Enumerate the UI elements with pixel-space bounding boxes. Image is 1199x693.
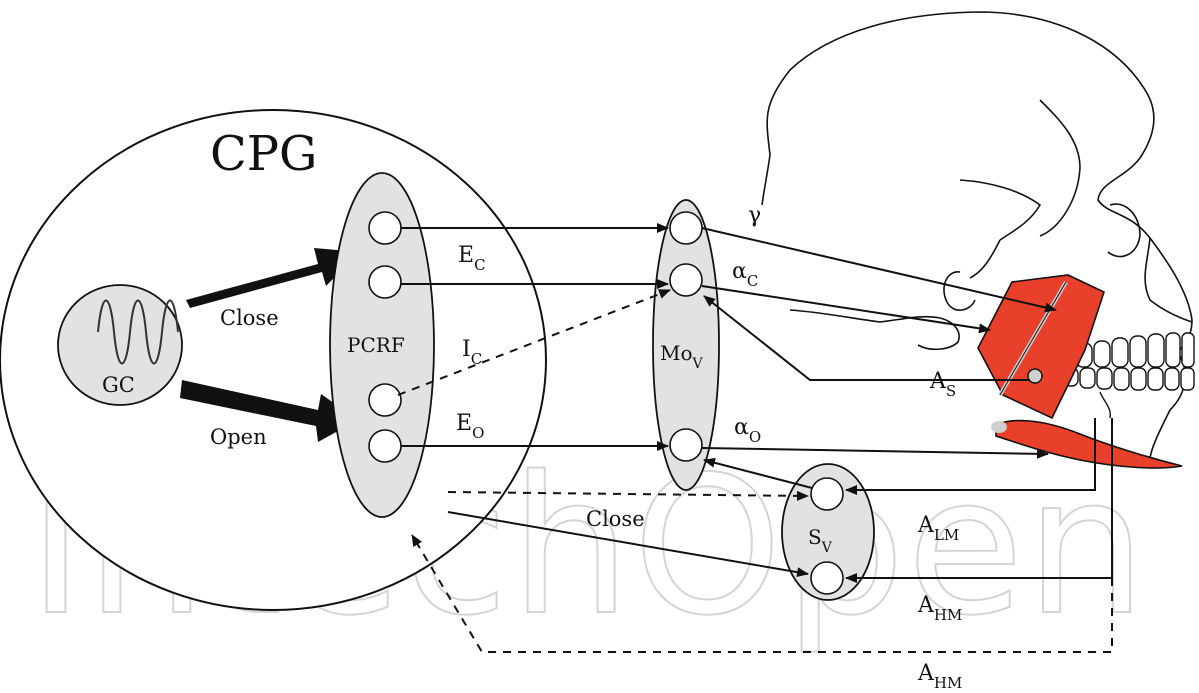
ahm-label-lower: AHM <box>917 661 962 692</box>
mov-nucleus <box>652 199 720 491</box>
close-sv-line <box>447 511 809 578</box>
skull-temporal-line <box>969 239 1001 279</box>
gc-label: GC <box>102 373 135 397</box>
gamma-efferent-line <box>701 227 1057 313</box>
mov-label: MoV <box>660 341 704 372</box>
ic-label: IC <box>462 337 482 368</box>
mandible-ramus-line <box>1099 391 1112 419</box>
eo-label: EO <box>456 411 484 442</box>
connections <box>397 223 1113 653</box>
ic-dashed-line <box>397 289 671 396</box>
skull-cranium-outline <box>766 11 1193 357</box>
ec-label: EC <box>458 243 486 274</box>
skull-zygomatic-arch <box>789 309 960 351</box>
open-label: Open <box>210 425 267 449</box>
upper-tooth <box>1165 332 1181 368</box>
pcrf-neuron-ec <box>368 265 402 299</box>
upper-tooth <box>1147 333 1165 368</box>
cpg-title: CPG <box>210 126 317 182</box>
alm-label: ALM <box>917 513 959 544</box>
lower-tooth <box>1130 367 1147 391</box>
skull-brow-line <box>1039 99 1081 237</box>
skull-nasal-line <box>1144 237 1193 323</box>
gc-oscillator <box>57 284 183 406</box>
close-sv-label: Close <box>586 507 645 531</box>
alm-afferent-line <box>845 418 1096 495</box>
pcrf-neuron-eo <box>368 429 402 463</box>
alpha-o-label: αO <box>734 415 761 446</box>
lower-tooth <box>1180 367 1195 391</box>
lower-tooth <box>1096 367 1113 390</box>
lower-tooth <box>1079 367 1096 389</box>
pcrf-neuron-ic <box>368 383 402 417</box>
masseter-tendon-outline <box>999 281 1067 396</box>
as-afferent-line <box>703 295 1030 381</box>
skull-cheek-line <box>959 179 1042 241</box>
alpha-c-label: αC <box>732 259 758 290</box>
pcrf-nucleus <box>329 172 435 518</box>
close-thick-arrow <box>186 248 360 308</box>
ahm-label-upper: AHM <box>917 593 962 624</box>
upper-tooth <box>1181 332 1195 368</box>
upper-tooth <box>1111 337 1129 368</box>
pcrf-neuron-gamma <box>368 211 402 245</box>
lower-tooth <box>1164 367 1180 391</box>
lower-tooth <box>1147 367 1164 391</box>
sv-neuron-alm <box>810 477 844 511</box>
cpg-sv-dashed-line <box>447 490 809 501</box>
skull-back-outline <box>761 154 771 206</box>
sv-label: SV <box>808 525 833 556</box>
alpha-c-efferent-line <box>701 285 991 334</box>
hyoid-bone <box>991 421 1007 433</box>
mov-neuron-gamma <box>669 211 703 245</box>
as-label: AS <box>929 369 956 400</box>
skull-ear-opening <box>943 271 976 311</box>
sv-to-mov-line <box>703 457 813 489</box>
pcrf-label: PCRF <box>347 333 405 357</box>
skull-illustration <box>761 11 1193 465</box>
alpha-o-efferent-line <box>701 447 1049 459</box>
ahm-feedback-dashed-line <box>411 534 1113 653</box>
lower-tooth <box>1113 367 1130 391</box>
masseter-muscle <box>977 274 1105 420</box>
upper-tooth <box>1129 335 1147 368</box>
mov-neuron-alpha-o <box>669 428 703 462</box>
muscle-spindle-sensor <box>1027 368 1043 384</box>
mov-neuron-alpha-c <box>669 263 703 297</box>
upper-tooth <box>1093 340 1111 368</box>
close-label: Close <box>220 306 279 330</box>
gamma-label: γ <box>748 203 761 228</box>
sine-wave-icon <box>97 299 179 365</box>
sv-neuron-ahm <box>810 561 844 595</box>
open-thick-arrow <box>180 380 358 442</box>
skull-eye-orbit <box>1107 203 1141 258</box>
